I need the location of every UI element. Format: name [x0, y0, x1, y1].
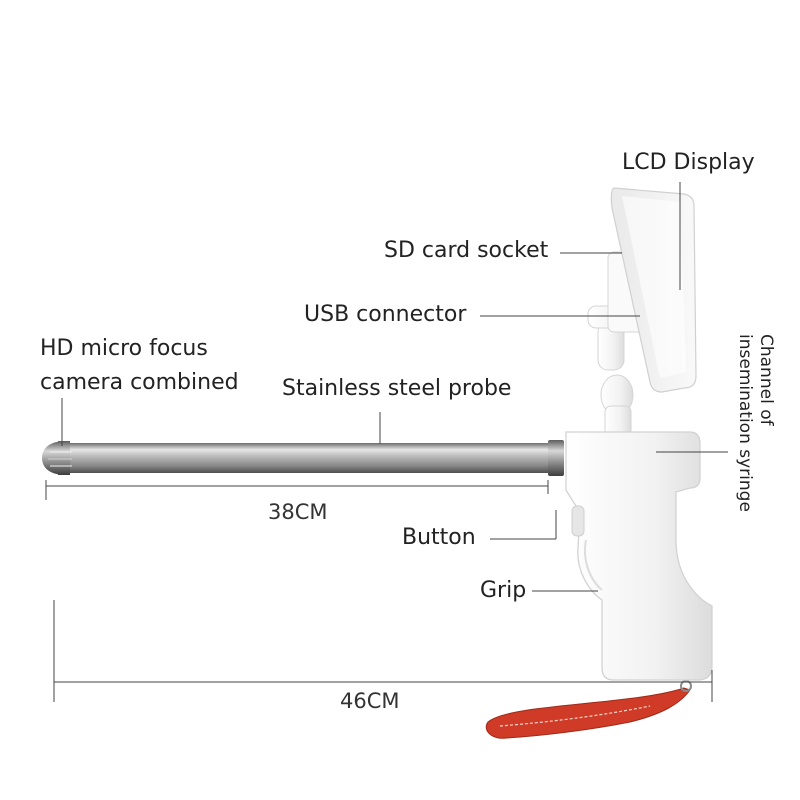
camera-label-line1: HD micro focus [40, 336, 208, 361]
camera-label-line2: camera combined [40, 370, 239, 395]
steel-probe [42, 440, 564, 476]
usb-connector-label: USB connector [304, 302, 467, 327]
channel-label-line1: Channel of [756, 334, 776, 426]
probe-label: Stainless steel probe [282, 376, 512, 401]
leader-lines [61, 182, 728, 592]
lcd-display-unit [610, 187, 697, 393]
total-length-text: 46CM [340, 689, 400, 713]
channel-label: Channel of insemination syringe [734, 334, 776, 512]
dimension-probe-38cm [45, 480, 549, 500]
lcd-display-label: LCD Display [622, 150, 755, 175]
handle-body [565, 431, 713, 681]
grip-label: Grip [480, 578, 527, 603]
probe-length-text: 38CM [268, 500, 328, 524]
button-label: Button [402, 525, 476, 550]
channel-label-line2: insemination syringe [734, 334, 755, 512]
lanyard [485, 680, 692, 739]
sd-card-socket-label: SD card socket [384, 238, 549, 263]
dimension-total-46cm [53, 600, 713, 702]
